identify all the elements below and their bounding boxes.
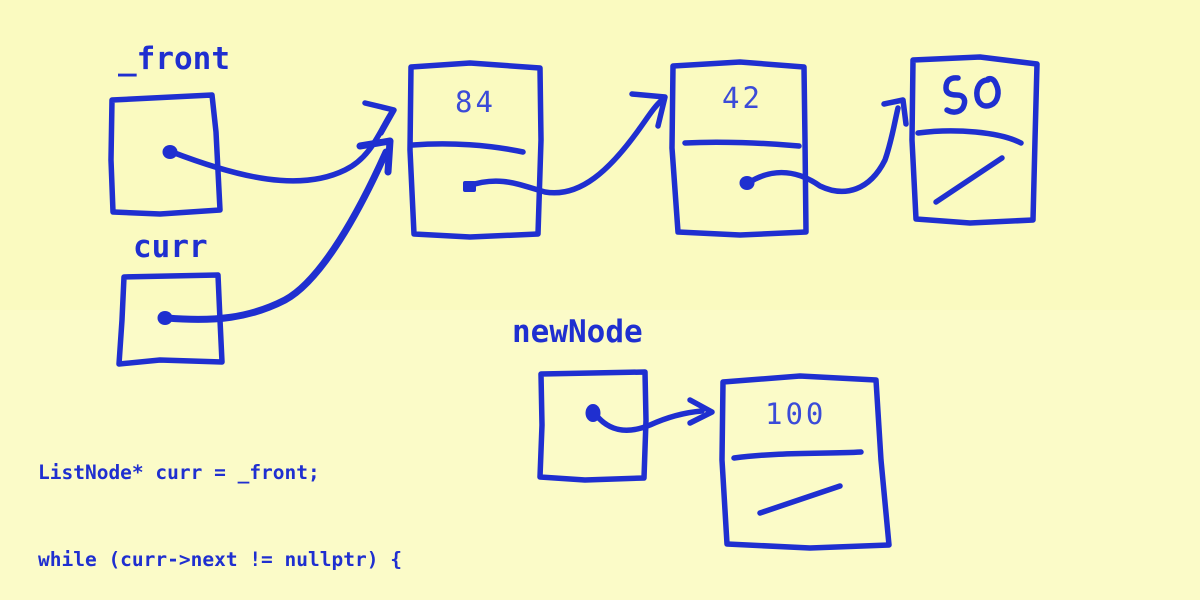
curr-pointer-box [116, 272, 225, 367]
front-arrow-stroke [169, 109, 395, 184]
node-50-null-slash [933, 155, 1005, 205]
node-84-next-arrow-head [629, 91, 668, 129]
newnode-pointer-box [537, 369, 649, 483]
newnode-arrow-head [687, 397, 715, 426]
node-84-value: 84 [455, 85, 496, 119]
front-pointer-label: _front [118, 41, 230, 77]
front-pointer-box [108, 92, 223, 217]
node-84-next-dot [463, 181, 476, 192]
node-50-divider [915, 128, 1024, 146]
code-block: ListNode* curr = _front; while (curr->ne… [38, 400, 449, 600]
node-100-divider [731, 449, 864, 461]
curr-pointer-dot [157, 311, 173, 325]
code-line: ListNode* curr = _front; [38, 461, 320, 484]
front-arrow-head [362, 100, 397, 136]
node-100-null-slash [757, 483, 843, 516]
newnode-arrow-stroke [593, 408, 705, 434]
node-42-next-arrow-stroke [745, 105, 901, 195]
curr-pointer-label: curr [133, 229, 208, 265]
front-pointer-dot [162, 145, 178, 159]
node-42-divider [682, 139, 802, 149]
node-42-value: 42 [722, 81, 763, 115]
newnode-pointer-label: newNode [512, 314, 643, 350]
node-50-value [943, 75, 1001, 115]
node-50-box [909, 54, 1040, 226]
node-100-value: 100 [765, 397, 827, 431]
node-100-box [719, 373, 892, 551]
node-42-box [669, 59, 809, 238]
node-42-next-arrow-head [881, 97, 909, 127]
node-84-divider [410, 141, 526, 155]
node-42-next-dot [739, 176, 755, 190]
curr-arrow-head [356, 137, 394, 176]
newnode-pointer-dot [585, 404, 601, 422]
node-84-box [407, 60, 544, 240]
node-84-next-arrow-stroke [465, 97, 665, 196]
curr-arrow-stroke [163, 148, 390, 323]
code-line: while (curr->next != nullptr) { [38, 548, 402, 571]
background-band [0, 0, 1200, 310]
